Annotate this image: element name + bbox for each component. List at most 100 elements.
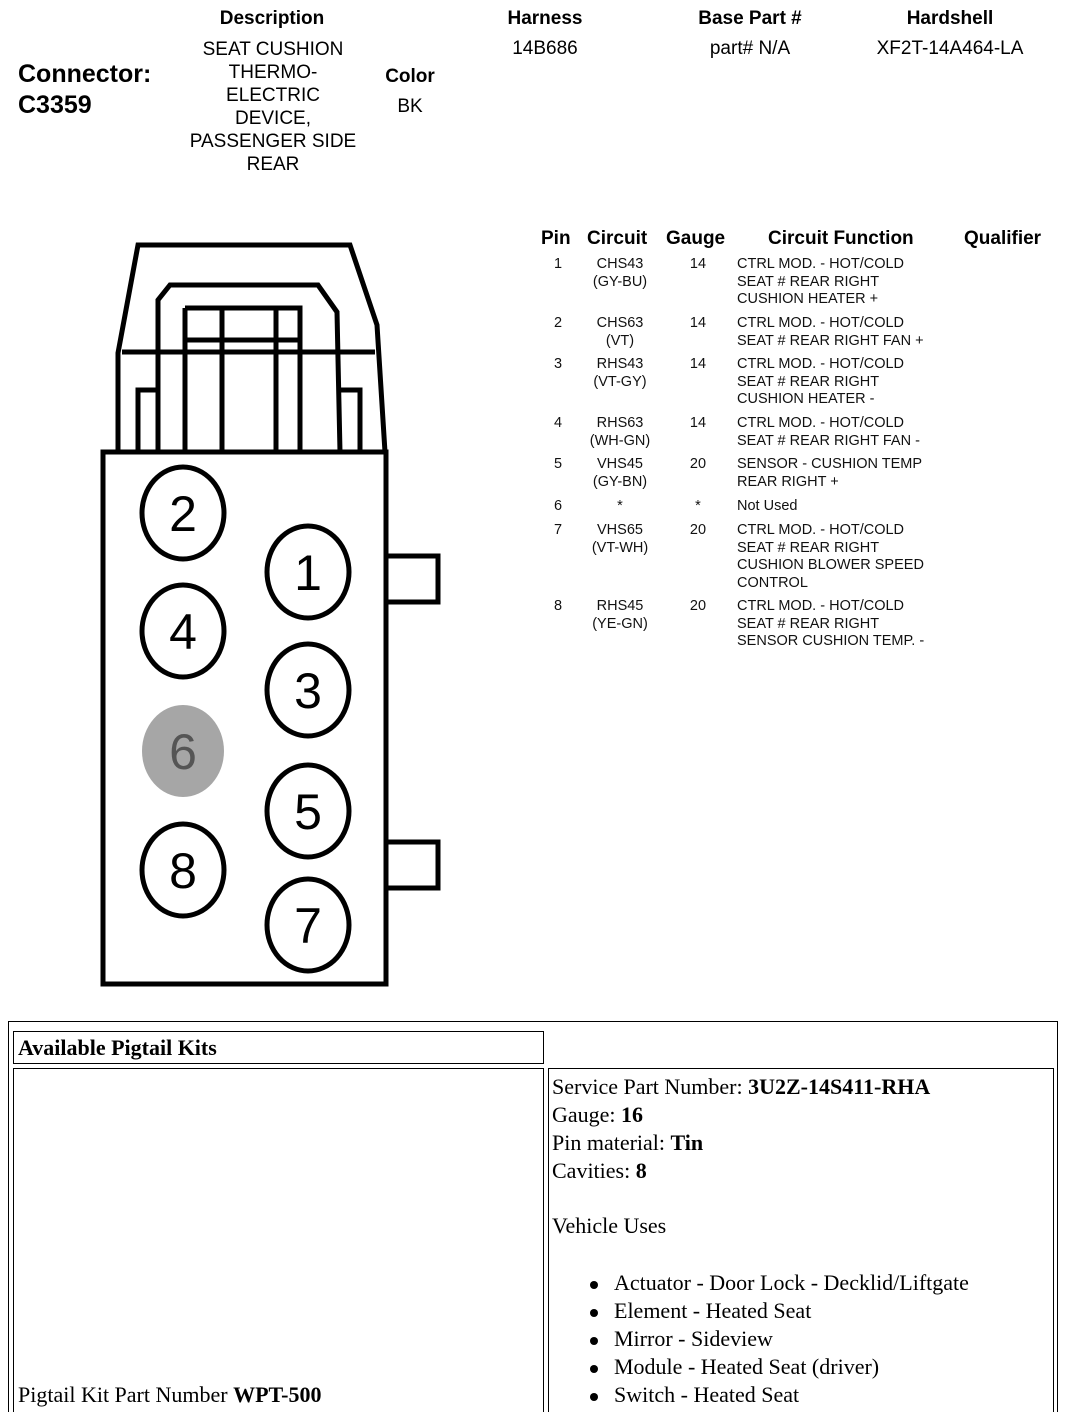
pin-number: 8 — [553, 598, 563, 614]
circuit-cell: VHS45(GY-BN) — [570, 456, 670, 491]
pigtail-details-cell: Service Part Number: 3U2Z-14S411-RHA Gau… — [548, 1068, 1054, 1412]
function-line: SEAT # REAR RIGHT FAN - — [737, 432, 920, 449]
circuit-line: CHS63 — [596, 315, 644, 331]
function-line: SEAT # REAR RIGHT — [737, 615, 880, 632]
pin-number: 4 — [553, 415, 563, 431]
function-line: SEAT # REAR RIGHT — [737, 373, 880, 390]
circuit-cell: RHS43(VT-GY) — [570, 356, 670, 391]
pin-label: 4 — [169, 604, 197, 660]
description-value: SEAT CUSHION THERMO- ELECTRIC DEVICE, PA… — [163, 38, 383, 176]
description-line: ELECTRIC — [226, 85, 320, 106]
circuit-cell: CHS43(GY-BU) — [570, 256, 670, 291]
pin-number: 7 — [553, 522, 563, 538]
description-line: THERMO- — [228, 62, 318, 83]
circuit-cell: VHS65(VT-WH) — [570, 522, 670, 557]
description-line: PASSENGER SIDE — [189, 131, 357, 152]
circuit-line: VHS45 — [597, 456, 643, 472]
circuit-col-header: Circuit — [587, 228, 648, 249]
function-col-header: Circuit Function — [768, 228, 914, 249]
function-line: CTRL MOD. - HOT/COLD — [737, 356, 905, 372]
pigtail-kit-line: Pigtail Kit Part Number WPT-500 — [18, 1381, 322, 1409]
color-header: Color — [385, 66, 435, 87]
connector-id: Connector: C3359 — [18, 59, 151, 121]
circuit-line: (WH-GN) — [589, 432, 651, 449]
vehicle-use-item: Switch - Heated Seat — [552, 1381, 1053, 1409]
latch-hook — [340, 387, 363, 452]
gauge-cell: 20 — [689, 522, 707, 538]
pin-cavity — [139, 464, 227, 562]
function-cell: Not Used — [737, 498, 957, 516]
vehicle-uses-list: Actuator - Door Lock - Decklid/Liftgate … — [552, 1269, 1053, 1409]
color-value: BK — [397, 96, 423, 117]
harness-header: Harness — [507, 8, 583, 29]
function-line: SENSOR - CUSHION TEMP — [737, 456, 923, 472]
pin-material-value: Tin — [670, 1130, 704, 1155]
pin-material-line: Pin material: Tin — [552, 1129, 1053, 1157]
pin-label: 2 — [169, 486, 197, 542]
qualifier-col-header: Qualifier — [964, 228, 1042, 249]
vehicle-use-item: Module - Heated Seat (driver) — [552, 1353, 1053, 1381]
service-part-line: Service Part Number: 3U2Z-14S411-RHA — [552, 1073, 1053, 1101]
circuit-line: * — [617, 498, 623, 514]
gauge-cell: 14 — [689, 256, 707, 272]
connector-body — [100, 449, 389, 987]
function-line: SEAT # REAR RIGHT — [737, 273, 880, 290]
function-line: CTRL MOD. - HOT/COLD — [737, 522, 905, 538]
pin-number: 6 — [553, 498, 563, 514]
circuit-line: (VT-GY) — [593, 373, 647, 390]
function-line: SEAT # REAR RIGHT — [737, 539, 880, 556]
circuit-line: (GY-BU) — [592, 273, 648, 290]
connector-value: C3359 — [18, 91, 92, 119]
circuit-line: RHS45 — [596, 598, 644, 614]
pigtail-kit-cell: Pigtail Kit Part Number WPT-500 — [13, 1068, 544, 1412]
pin-cavity — [264, 523, 352, 621]
pin-label: 3 — [294, 663, 322, 719]
pigtail-title: Available Pigtail Kits — [13, 1031, 544, 1064]
pin-number: 2 — [553, 315, 563, 331]
pin-label: 5 — [294, 784, 322, 840]
cavities-value: 8 — [635, 1158, 647, 1183]
harness-value: 14B686 — [512, 38, 578, 59]
pin-label: 1 — [294, 545, 322, 601]
vehicle-use-item: Mirror - Sideview — [552, 1325, 1053, 1353]
function-line: CUSHION HEATER - — [737, 391, 875, 407]
pin-number: 5 — [553, 456, 563, 472]
pin-material-label: Pin material: — [552, 1130, 671, 1155]
function-line: CONTROL — [737, 574, 808, 591]
pigtail-kit-label: Pigtail Kit Part Number — [18, 1382, 234, 1407]
function-line: SEAT # REAR RIGHT FAN + — [737, 332, 924, 349]
gauge-cell: 14 — [689, 415, 707, 431]
function-line: CTRL MOD. - HOT/COLD — [737, 598, 905, 614]
pin-cavity — [264, 762, 352, 860]
circuit-cell: RHS63(WH-GN) — [570, 415, 670, 450]
connector-label: Connector: — [18, 60, 152, 88]
gauge-cell: 20 — [689, 456, 707, 472]
cavities-label: Cavities: — [552, 1158, 636, 1183]
circuit-line: (GY-BN) — [592, 473, 648, 490]
circuit-line: (VT-WH) — [591, 539, 649, 556]
pin-label: 8 — [169, 843, 197, 899]
gauge-col-header: Gauge — [666, 228, 726, 249]
description-line: REAR — [246, 154, 300, 175]
circuit-line: (YE-GN) — [592, 615, 648, 632]
function-line: CTRL MOD. - HOT/COLD — [737, 415, 905, 431]
function-line: REAR RIGHT + — [737, 473, 839, 490]
circuit-line: VHS65 — [597, 522, 643, 538]
base-part-header: Base Part # — [698, 8, 802, 29]
circuit-line: CHS43 — [596, 256, 644, 272]
pin-cavity — [264, 641, 352, 739]
side-tab — [383, 553, 441, 605]
latch-outer — [115, 242, 388, 453]
pin-cavity-unused — [142, 705, 224, 797]
pin-number: 1 — [553, 256, 563, 272]
gauge-cell: * — [695, 498, 701, 514]
gauge-cell: 14 — [689, 356, 707, 372]
latch-hook — [135, 387, 158, 452]
circuit-line: (VT) — [605, 332, 635, 349]
